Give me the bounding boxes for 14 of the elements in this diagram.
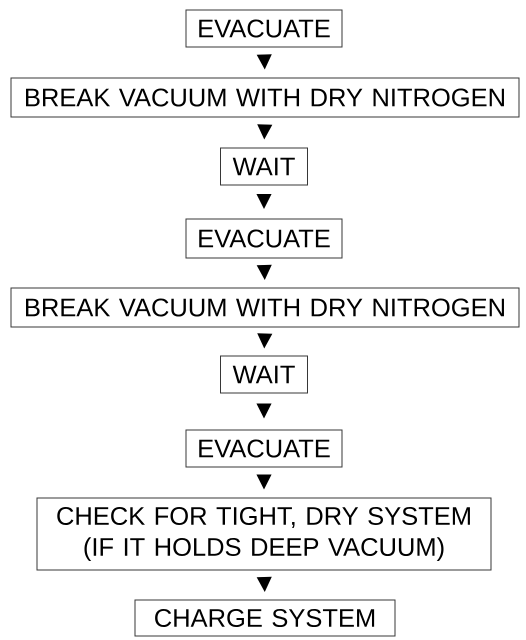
arrow — [256, 264, 272, 280]
arrow — [256, 54, 272, 70]
process-box: EVACUATE — [186, 10, 342, 48]
process-box: CHARGE SYSTEM — [134, 600, 396, 636]
arrow — [256, 576, 272, 592]
arrow — [257, 333, 272, 348]
process-box: WAIT — [220, 356, 308, 394]
process-box: CHECK FOR TIGHT, DRY SYSTEM (IF IT HOLDS DEEP VACUUM) — [36, 498, 492, 570]
process-box: BREAK VACUUM WITH DRY NITROGEN — [10, 288, 520, 328]
process-box: WAIT — [220, 148, 308, 186]
process-box: EVACUATE — [186, 430, 342, 468]
process-box: BREAK VACUUM WITH DRY NITROGEN — [10, 78, 520, 118]
arrow — [257, 124, 272, 140]
process-box: EVACUATE — [186, 218, 342, 258]
